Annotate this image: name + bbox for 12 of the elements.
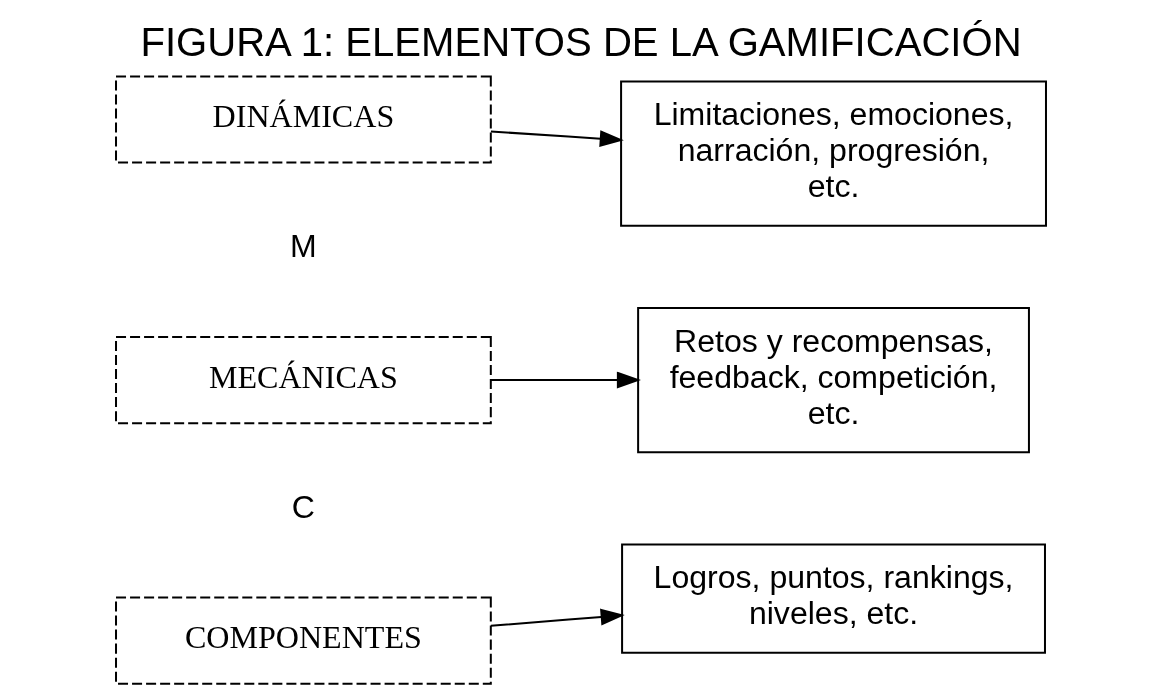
arrow bbox=[489, 130, 624, 147]
node-box: Logros, puntos, rankings, niveles, etc. bbox=[621, 543, 1046, 654]
node-box: DINÁMICAS bbox=[115, 75, 492, 164]
node-box: MECÁNICAS bbox=[115, 335, 492, 425]
node-box: COMPONENTES bbox=[115, 596, 492, 685]
arrow bbox=[489, 371, 641, 389]
label: M bbox=[290, 228, 317, 265]
diagram-title: FIGURA 1: ELEMENTOS DE LA GAMIFICACIÓN bbox=[140, 20, 1022, 65]
arrow bbox=[489, 608, 625, 627]
node-box: Limitaciones, emociones, narración, progresión, etc. bbox=[620, 80, 1047, 227]
label: C bbox=[291, 488, 315, 525]
node-box: Retos y recompensas, feedback, competición, etc. bbox=[637, 306, 1030, 454]
